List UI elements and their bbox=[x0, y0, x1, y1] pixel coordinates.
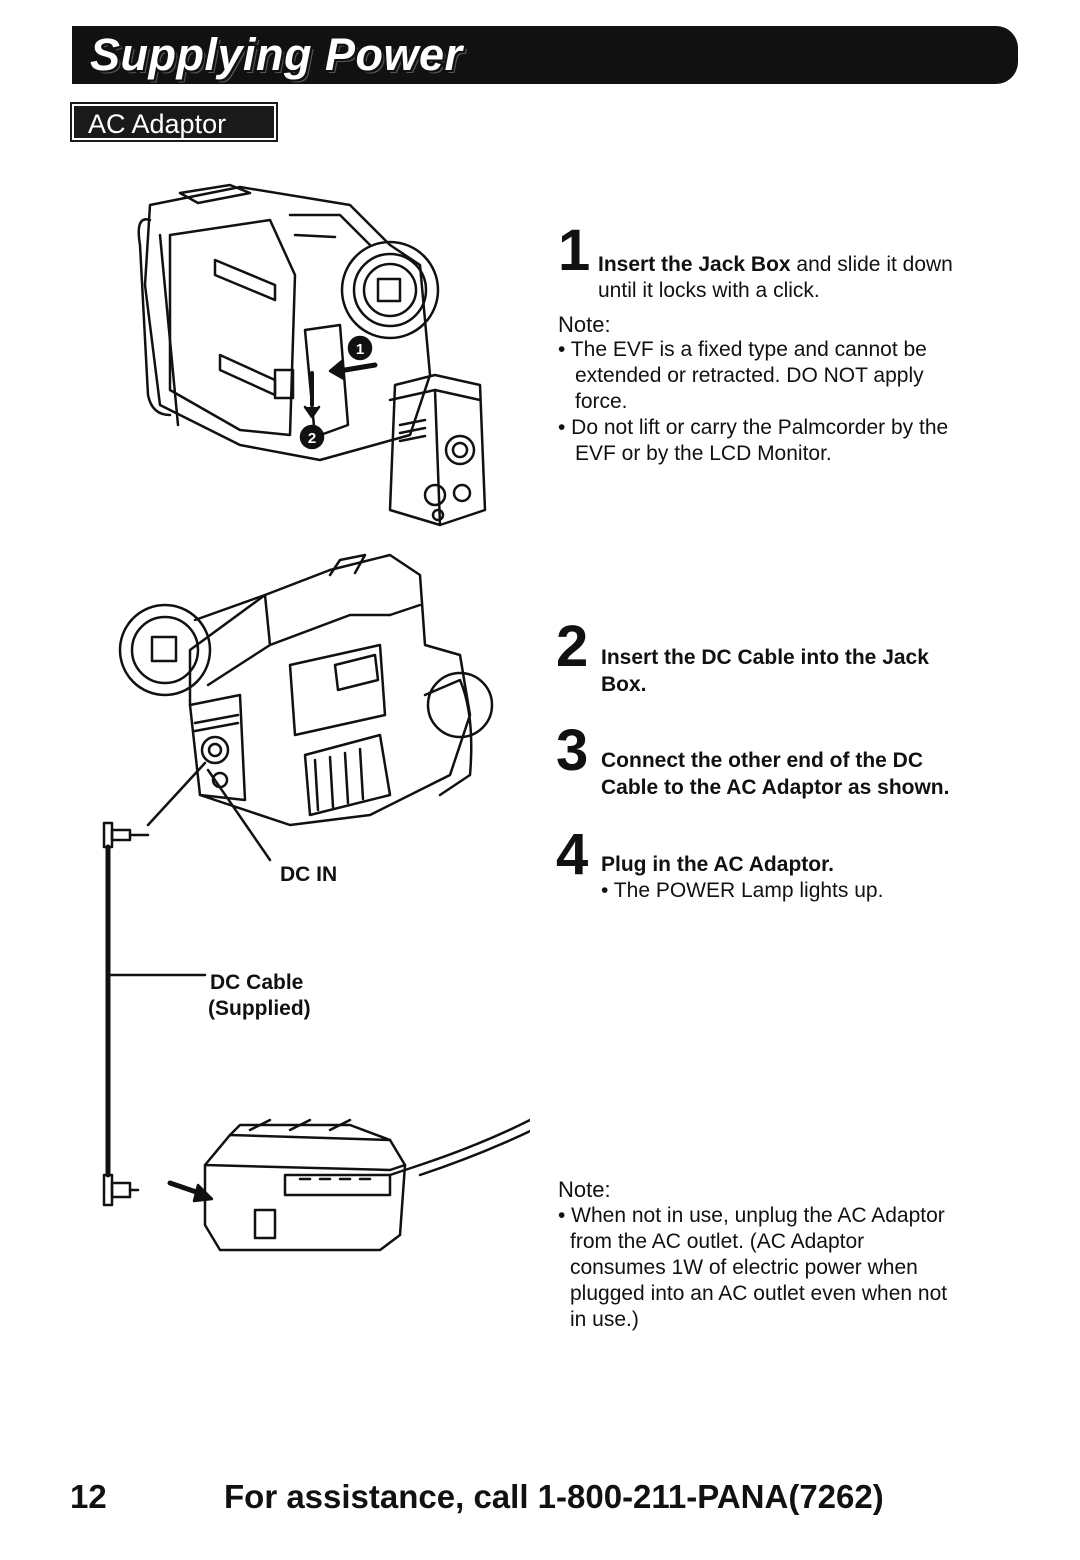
note-2-line-1: • When not in use, unplug the AC Adaptor bbox=[558, 1204, 945, 1227]
note-2-line-3: consumes 1W of electric power when bbox=[570, 1256, 918, 1279]
step-3-line2: Cable to the AC Adaptor as shown. bbox=[601, 776, 950, 799]
note-1-label: Note: bbox=[558, 312, 611, 337]
camcorder-illustration: 1 2 bbox=[102, 183, 530, 1252]
step-3-line1: Connect the other end of the DC bbox=[601, 749, 923, 772]
marker-2: 2 bbox=[308, 430, 316, 447]
note-2-line-2: from the AC outlet. (AC Adaptor bbox=[570, 1230, 865, 1253]
step-2-number: 2 bbox=[556, 614, 589, 679]
ac-adaptor-drawing bbox=[203, 1118, 530, 1252]
section-heading: AC Adaptor bbox=[70, 102, 278, 142]
note-1-bullet-2-line-2: EVF or by the LCD Monitor. bbox=[575, 442, 832, 465]
dc-cable-drawing bbox=[102, 821, 214, 1207]
step-1-line2: until it locks with a click. bbox=[598, 279, 820, 302]
page-number: 12 bbox=[70, 1478, 107, 1515]
step-2-line2: Box. bbox=[601, 673, 647, 696]
note-2-label: Note: bbox=[558, 1177, 611, 1202]
step-4-bullet: • The POWER Lamp lights up. bbox=[601, 879, 884, 902]
title-bar: Supplying Power bbox=[72, 26, 1018, 84]
page-title: Supplying Power bbox=[90, 29, 463, 80]
camcorder-front-view-drawing bbox=[118, 553, 494, 862]
dc-in-label: DC IN bbox=[280, 863, 338, 886]
note-1-bullet-1-line-2: extended or retracted. DO NOT apply bbox=[575, 364, 924, 387]
step-markers bbox=[299, 335, 373, 450]
step-4-line1: Plug in the AC Adaptor. bbox=[601, 853, 834, 876]
note-1-bullet-2-line-1: • Do not lift or carry the Palmcorder by… bbox=[558, 416, 949, 439]
assistance-line: For assistance, call 1-800-211-PANA(7262… bbox=[224, 1478, 884, 1515]
dc-cable-supplied-label: (Supplied) bbox=[208, 997, 311, 1020]
step-1-text: Insert the Jack Box and slide it down bbox=[598, 252, 953, 278]
step-2-line1: Insert the DC Cable into the Jack bbox=[601, 646, 929, 669]
camcorder-rear-view-drawing bbox=[137, 183, 487, 527]
note-2-line-4: plugged into an AC outlet even when not bbox=[570, 1282, 948, 1305]
step-1-rest: and slide it down bbox=[790, 253, 953, 276]
note-1-bullet-1-line-1: • The EVF is a fixed type and cannot be bbox=[558, 338, 927, 361]
dc-cable-label: DC Cable bbox=[210, 971, 304, 994]
step-4-number: 4 bbox=[556, 822, 589, 887]
note-1-bullet-1-line-3: force. bbox=[575, 390, 628, 413]
step-1-number: 1 bbox=[558, 218, 591, 283]
note-2-line-5: in use.) bbox=[570, 1308, 639, 1331]
step-3-number: 3 bbox=[556, 718, 589, 783]
step-1-bold: Insert the Jack Box bbox=[598, 253, 791, 276]
marker-1: 1 bbox=[356, 341, 364, 358]
